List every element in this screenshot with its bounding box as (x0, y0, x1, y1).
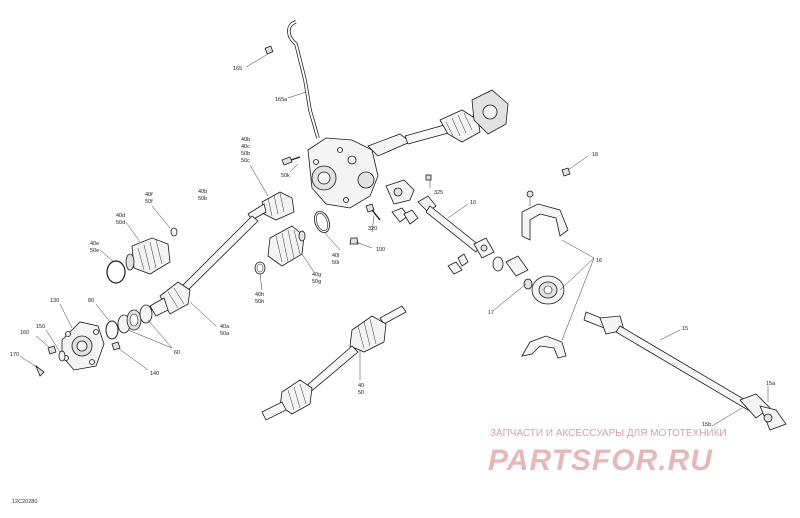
callout-60: 60 (174, 350, 180, 356)
bolt-50k (281, 156, 301, 166)
upper-bracket (521, 190, 569, 241)
front-drive-shaft-upper (149, 191, 295, 317)
callout-50: 50 (358, 390, 364, 396)
callout-40d: 40d (116, 213, 125, 219)
callout-15a: 15a (766, 381, 776, 387)
callout-50d: 50d (116, 220, 125, 226)
callout-100: 100 (376, 247, 385, 253)
washer-150 (58, 350, 66, 362)
callout-16: 16 (596, 258, 602, 264)
callout-10: 10 (470, 200, 476, 206)
callout-140: 140 (150, 371, 159, 377)
callout-50i: 50i (332, 260, 339, 266)
lower-bracket (521, 335, 567, 359)
bearing-60 (117, 309, 142, 334)
front-differential (307, 137, 379, 209)
callout-50f: 50f (145, 199, 153, 205)
bearing-support-16 (531, 275, 565, 305)
clamp-40f (170, 227, 178, 237)
callout-40g: 40g (312, 272, 321, 278)
cotter-170 (35, 364, 45, 377)
callout-15: 15 (682, 326, 688, 332)
watermark-tagline: ЗАПЧАСТИ И АКСЕССУАРЫ ДЛЯ МОТОТЕХНИКИ (490, 428, 727, 439)
callout-15b: 15b (702, 422, 711, 428)
clamp-40h (254, 261, 266, 275)
differential-input-shaft (367, 89, 509, 157)
callout-40c: 40c (241, 144, 250, 150)
callout-40: 40 (358, 383, 364, 389)
coupler-17 (492, 255, 533, 290)
callout-165: 165 (233, 66, 242, 72)
callout-40b-2: 40b (198, 189, 207, 195)
callout-18: 18 (592, 152, 598, 158)
callout-50a: 50a (220, 331, 230, 337)
callout-320: 320 (368, 226, 377, 232)
bearing-60b (139, 304, 153, 324)
callout-165a: 165a (275, 97, 288, 103)
callout-50g: 50g (312, 279, 321, 285)
ring-80 (105, 320, 119, 340)
screw-165 (264, 45, 274, 55)
callout-50e: 50e (90, 248, 99, 254)
bolt-320 (365, 203, 381, 221)
drain-plug-100 (349, 237, 359, 245)
callout-50k: 50k (281, 173, 290, 179)
callout-130: 130 (50, 298, 59, 304)
callout-170: 170 (10, 352, 19, 358)
callout-160: 160 (20, 330, 29, 336)
callout-40e: 40e (90, 241, 99, 247)
callout-50h: 50h (255, 299, 264, 305)
watermark-brand: PARTSFOR.RU (488, 444, 713, 477)
clamp-40e (106, 260, 126, 284)
bolt-325 (425, 174, 432, 181)
figure-code: 12C20280 (12, 499, 37, 505)
callout-40b: 40b (241, 137, 250, 143)
u-joint-cross (447, 253, 469, 275)
callout-80: 80 (88, 298, 94, 304)
callout-40i: 40i (332, 253, 339, 259)
diff-seal (314, 210, 330, 234)
front-yoke (385, 179, 419, 225)
callout-17: 17 (488, 310, 494, 316)
prop-shaft-10 (417, 195, 495, 259)
callout-40f: 40f (145, 192, 153, 198)
callout-40a: 40a (220, 324, 230, 330)
callout-50c: 50c (241, 158, 250, 164)
boot-40g (267, 225, 306, 267)
leader-lines (19, 53, 769, 427)
callout-40h: 40h (255, 292, 264, 298)
wheel-hub-130 (61, 321, 105, 371)
callout-50b-2: 50b (198, 196, 207, 202)
front-drive-shaft-lower (261, 305, 407, 421)
callout-150: 150 (36, 324, 45, 330)
callout-325: 325 (434, 190, 443, 196)
prop-shaft-15 (583, 311, 787, 431)
boot-40d (125, 237, 171, 275)
callout-50b: 50b (241, 151, 250, 157)
